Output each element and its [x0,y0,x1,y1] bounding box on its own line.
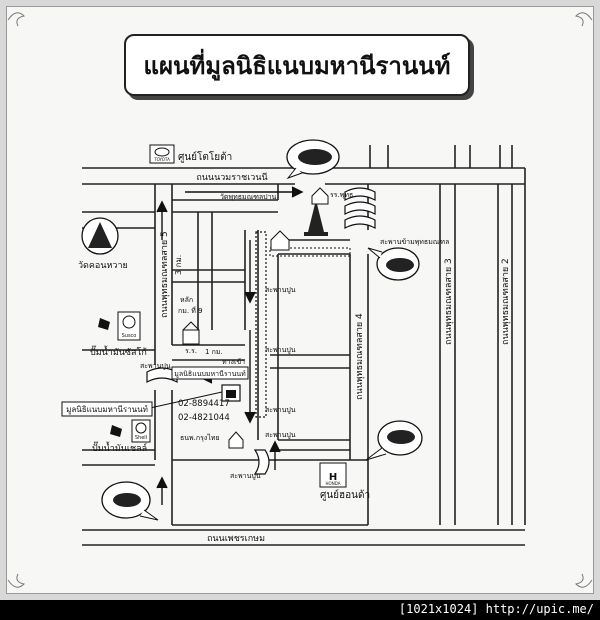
fuel-pump-icon [98,318,110,330]
road-label-phutthamonthon-5: ถนนพุทธมณฑลสาย 5 [160,231,170,318]
lift-label: ทางเข้า [222,358,245,366]
susco-logo-icon [117,311,141,341]
bridge-label-6: สะพานปูน [265,431,296,439]
shell-logo-icon [131,419,151,443]
phone-number-2: 02-4821044 [178,413,230,423]
honda-center-label: ศูนย์ฮอนด้า [320,489,370,501]
car-icon [367,247,420,281]
car-icon [286,139,340,180]
temple-icon [81,217,119,255]
svg-text:H: H [329,472,337,483]
map-title: แผนที่มูลนิธิแนบมหานีรานนท์ [143,51,451,80]
road-label-phutthamonthon-3: ถนนพุทธมณฑลสาย 3 [444,258,454,345]
phone-number-1: 02-8894417 [178,399,230,409]
car-icon [101,481,159,521]
school-icon [182,321,200,345]
house-icon [311,187,329,205]
road-label-top: ถนนนวมราชเวนนี [196,172,267,183]
road-distance-1km: 1 กม. [205,348,223,356]
foundation-lane [255,231,351,418]
house-icon [228,431,244,449]
bridge-label-2: สะพานปูน [265,286,296,294]
road-distance-3km: 3 กม. [174,255,183,275]
pagoda-icon [304,200,328,236]
toyota-logo-icon [149,144,175,164]
susco-station-label: ปั๊มน้ำมันซัสโก้ [90,345,147,358]
foundation-callout-box [61,401,153,417]
map-title-box: แผนที่มูลนิธิแนบมหานีรานนท์ [124,34,470,96]
honda-logo-icon: H [319,462,347,488]
callout-line [149,391,223,409]
bridge-label-3: สะพานปูน [265,346,296,354]
shell-station-label: ปั๊มน้ำมันเชลล์ [92,441,147,454]
susco-logo-text: Susco [122,333,137,339]
car-icon [365,420,423,461]
bridge-top-right-label: สะพานข้ามพุทธมณฑล [380,238,449,246]
bus-stop-label: ธนพ.กรุงไทย [180,433,220,442]
temple-small-label: วัดพุทธมณฑลปาน [220,193,277,201]
road-label-bottom: ถนนเพชรเกษม [207,534,265,544]
bridges [146,187,376,475]
house-icon [270,230,290,251]
watermark-bar: [1021x1024] http://upic.me/ [0,600,600,620]
foundation-box [171,366,249,380]
foundation-building-icon [221,384,241,402]
corner-ornament-icon [7,12,593,588]
foundation-box-label: มูลนิธิแนบมหานีรานนท์ [174,370,246,378]
bridge-label-1: สะพานปูน [140,362,171,370]
milestone-label: หลัก [180,296,193,304]
road-network [82,145,526,546]
fuel-pump-icon [110,425,122,437]
bridge-label-5: สะพานปูน [230,472,261,480]
toyota-logo-text: TOYOTA [153,157,170,162]
bridge-label-4: สะพานปูน [265,406,296,414]
foundation-callout-label: มูลนิธิแนบมหานีรานนท์ [66,404,148,415]
toyota-center-label: ศูนย์โตโยต้า [178,150,232,163]
school-label: ร.ร. [185,347,197,355]
milestone-km-label: กม. ที่ 9 [178,306,203,315]
school-right-label: รร.พุทธ [330,191,353,199]
watermark-text: [1021x1024] http://upic.me/ [398,602,594,616]
wat-label: วัดคอนหวาย [78,261,128,271]
map-drawing: H ถนนพุทธมณฑลสาย 5 ถนนพุทธมณฑลสาย 4 ถนนพ… [7,12,593,588]
road-label-phutthamonthon-2: ถนนพุทธมณฑลสาย 2 [501,258,511,345]
shell-logo-text: Shell [135,435,147,441]
honda-logo-text: HONDA [326,481,341,486]
road-label-phutthamonthon-4: ถนนพุทธมณฑลสาย 4 [355,313,365,400]
